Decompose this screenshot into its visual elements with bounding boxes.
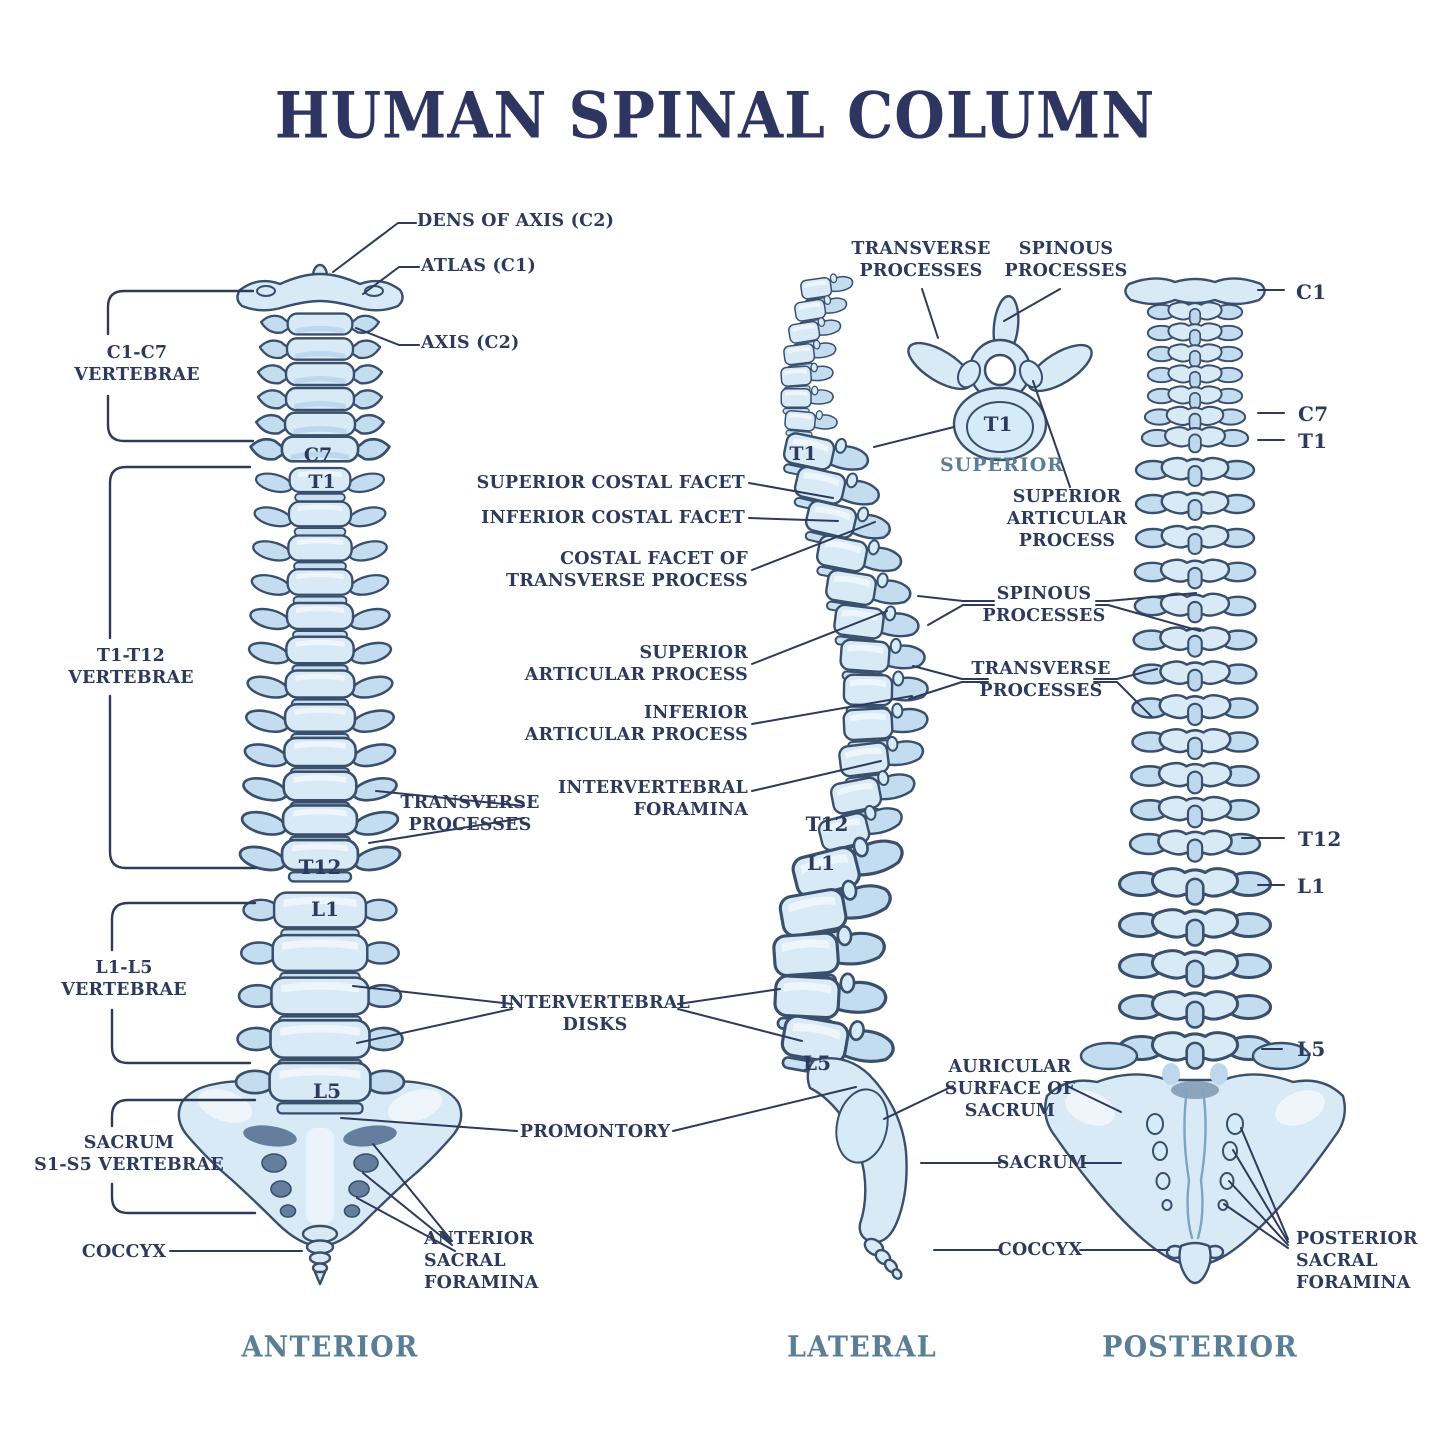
- label-mid-transverse-processes: TRANSVERSE PROCESSES: [971, 659, 1111, 702]
- label-auricular-surface: AURICULAR SURFACE OF SACRUM: [944, 1057, 1076, 1122]
- label-intervertebral-disks: INTERVERTEBRAL DISKS: [500, 993, 690, 1036]
- label-t1-t12-vertebrae: T1-T12 VERTEBRAE: [68, 646, 194, 689]
- page-title: HUMAN SPINAL COLUMN: [274, 78, 1156, 153]
- vertebra-cross-section-illustration: [907, 294, 1093, 462]
- label-posterior-sacral-foramina: POSTERIOR SACRAL FORAMINA: [1296, 1229, 1418, 1294]
- label-costal-facet-of-transverse-process: COSTAL FACET OF TRANSVERSE PROCESS: [505, 549, 748, 592]
- level-lateral-l5: L5: [803, 1051, 831, 1075]
- level-lateral-t12: T12: [805, 812, 849, 836]
- label-intervertebral-foramina: INTERVERTEBRAL FORAMINA: [558, 778, 748, 821]
- level-posterior-c1: C1: [1296, 280, 1327, 304]
- label-transverse-processes-anterior: TRANSVERSE PROCESSES: [400, 793, 540, 836]
- level-posterior-c7: C7: [1298, 402, 1329, 426]
- label-coccyx-right: COCCYX: [997, 1240, 1083, 1260]
- label-anterior-sacral-foramina: ANTERIOR SACRAL FORAMINA: [424, 1229, 539, 1294]
- label-sacrum-s1-s5: SACRUM S1-S5 VERTEBRAE: [34, 1133, 224, 1176]
- label-xs-superior: SUPERIOR: [939, 454, 1065, 476]
- level-posterior-t1: T1: [1298, 429, 1328, 453]
- label-xs-superior-articular-process: SUPERIOR ARTICULAR PROCESS: [1006, 487, 1128, 552]
- caption-anterior-view: ANTERIOR: [241, 1330, 419, 1365]
- level-lateral-t1: T1: [789, 443, 817, 465]
- label-inferior-costal-facet: INFERIOR COSTAL FACET: [481, 508, 745, 528]
- label-promontory: PROMONTORY: [519, 1122, 671, 1142]
- label-atlas: ATLAS (C1): [421, 256, 536, 276]
- level-anterior-t12: T12: [298, 855, 342, 879]
- level-anterior-l5: L5: [313, 1079, 341, 1103]
- label-superior-costal-facet: SUPERIOR COSTAL FACET: [476, 473, 745, 493]
- label-xs-transverse-processes: TRANSVERSE PROCESSES: [851, 239, 991, 282]
- caption-lateral-view: LATERAL: [787, 1330, 937, 1365]
- label-coccyx-left: COCCYX: [81, 1242, 167, 1262]
- label-xs-body-t1: T1: [983, 412, 1013, 436]
- lateral-spine-illustration: [771, 270, 931, 1280]
- label-dens-of-axis: DENS OF AXIS (C2): [417, 211, 615, 231]
- section-brackets: [106, 289, 258, 1215]
- level-posterior-l5: L5: [1297, 1037, 1326, 1061]
- level-posterior-l1: L1: [1297, 874, 1326, 898]
- posterior-spine-illustration: [1044, 277, 1346, 1285]
- level-anterior-c7: C7: [303, 444, 333, 466]
- label-superior-articular-process: SUPERIOR ARTICULAR PROCESS: [524, 643, 748, 686]
- caption-posterior-view: POSTERIOR: [1102, 1330, 1298, 1365]
- label-xs-spinous-processes: SPINOUS PROCESSES: [1004, 239, 1128, 282]
- label-mid-spinous-processes: SPINOUS PROCESSES: [982, 584, 1106, 627]
- label-sacrum: SACRUM: [996, 1153, 1088, 1173]
- label-c1-c7-vertebrae: C1-C7 VERTEBRAE: [74, 343, 200, 386]
- label-l1-l5-vertebrae: L1-L5 VERTEBRAE: [61, 958, 187, 1001]
- level-posterior-t12: T12: [1298, 827, 1342, 851]
- label-axis: AXIS (C2): [421, 333, 520, 353]
- label-inferior-articular-process: INFERIOR ARTICULAR PROCESS: [524, 703, 748, 746]
- level-anterior-t1: T1: [308, 471, 336, 493]
- level-lateral-l1: L1: [807, 851, 835, 875]
- leader-lines: [169, 222, 1289, 1252]
- level-anterior-l1: L1: [311, 897, 339, 921]
